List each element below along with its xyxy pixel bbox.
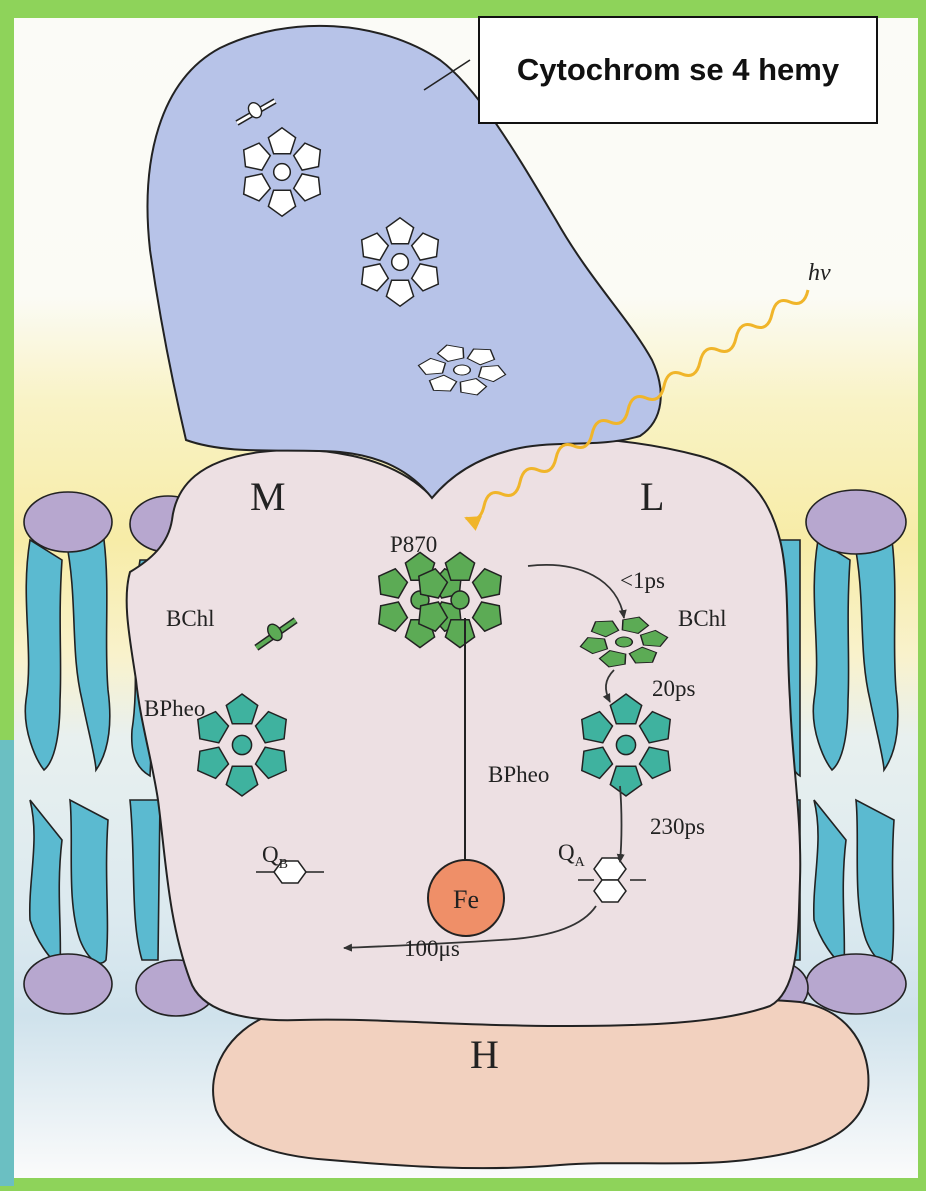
fe-label: Fe <box>453 885 479 914</box>
bchl-right-label: BChl <box>678 606 727 631</box>
time-230ps-label: 230ps <box>650 814 705 839</box>
bchl-left-label: BChl <box>166 606 215 631</box>
frame-left-lower <box>0 740 14 1186</box>
reaction-center-body <box>127 438 801 1026</box>
bpheo-left-label: BPheo <box>144 696 205 721</box>
subunit-h-label: H <box>470 1032 499 1077</box>
p870-label: P870 <box>390 532 437 557</box>
cytochrome-callout-text: Cytochrom se 4 hemy <box>517 52 839 88</box>
time-100us-label: 100μs <box>404 936 460 961</box>
cytochrome-callout-box: Cytochrom se 4 hemy <box>478 16 878 124</box>
subunit-m-label: M <box>250 474 286 519</box>
subunit-l-label: L <box>640 474 664 519</box>
time-lt1ps-label: <1ps <box>620 568 665 593</box>
time-20ps-label: 20ps <box>652 676 696 701</box>
hv-label: hν <box>808 260 831 286</box>
bpheo-right-label: BPheo <box>488 762 549 787</box>
